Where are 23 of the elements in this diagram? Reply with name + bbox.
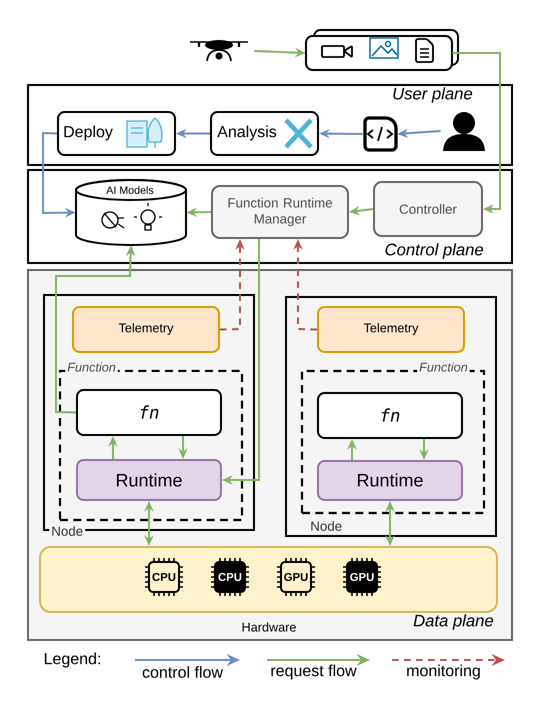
runtime-box: Runtime: [317, 460, 463, 501]
code-file-icon: [363, 116, 398, 152]
node-label: Hardware: [242, 622, 296, 632]
arrow: [452, 52, 501, 214]
node-label: Function: [68, 362, 116, 372]
function-box: fn: [76, 389, 222, 436]
media-stack: [305, 29, 459, 71]
legend-label: control flow: [142, 666, 223, 678]
legend-title: Legend:: [44, 652, 100, 668]
manager-box: Controller: [373, 181, 483, 237]
node-label: Function: [420, 362, 468, 372]
legend-label: request flow: [271, 664, 357, 680]
drone-icon: [190, 40, 248, 62]
function-box: fn: [317, 392, 463, 439]
legend-label: monitoring: [407, 664, 480, 680]
telemetry-box: Telemetry: [317, 306, 465, 353]
person-icon: [443, 112, 485, 151]
telemetry-box: Telemetry: [72, 306, 220, 353]
runtime-box: Runtime: [76, 459, 222, 501]
database-cylinder: AI Models: [75, 179, 187, 246]
process-box: Analysis: [210, 111, 319, 156]
manager-box: Function Runtime Manager: [211, 185, 349, 239]
process-box: Deploy: [57, 111, 176, 156]
